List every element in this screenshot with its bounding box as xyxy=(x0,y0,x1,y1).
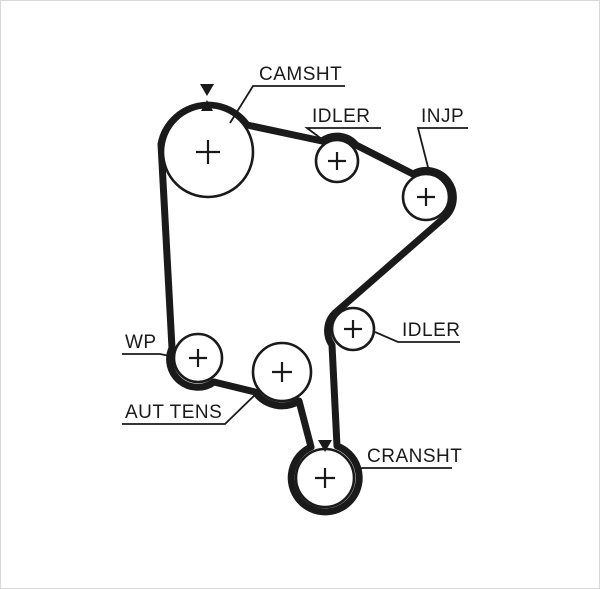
leader-line xyxy=(304,127,381,144)
leader-line xyxy=(229,85,345,124)
pulley-label: WP xyxy=(125,332,157,353)
pulley-camshaft xyxy=(161,105,255,199)
label-injp: INJP xyxy=(416,106,468,176)
pulley-aut-tens xyxy=(251,341,313,403)
label-wp: WP xyxy=(122,332,176,358)
leader-line xyxy=(356,467,452,473)
pulley-injp xyxy=(401,172,451,222)
pulley-idler-right xyxy=(330,306,376,352)
leader-line xyxy=(122,389,261,425)
label-camsht: CAMSHT xyxy=(229,64,345,124)
pulley-label: INJP xyxy=(421,106,464,127)
pulley-label: CAMSHT xyxy=(259,64,342,85)
pulley-label: CRANSHT xyxy=(367,446,462,467)
label-idler-top: IDLER xyxy=(304,106,381,144)
label-cransht: CRANSHT xyxy=(356,446,462,473)
label-idler-right: IDLER xyxy=(374,320,460,343)
timing-mark-icon xyxy=(200,84,214,96)
pulley-wp xyxy=(172,332,224,384)
pulley-idler-top xyxy=(314,138,360,184)
timing-mark-icon xyxy=(318,440,332,452)
leader-line xyxy=(374,331,460,343)
leader-line xyxy=(416,127,468,176)
pulley-label: IDLER xyxy=(312,106,370,127)
leader-line xyxy=(122,353,176,358)
timing-mark-icon xyxy=(201,100,213,111)
pulley-label: AUT TENS xyxy=(125,402,222,423)
pulley-cransht xyxy=(294,447,356,509)
pulley-label: IDLER xyxy=(402,320,460,341)
label-aut-tens: AUT TENS xyxy=(122,389,261,425)
